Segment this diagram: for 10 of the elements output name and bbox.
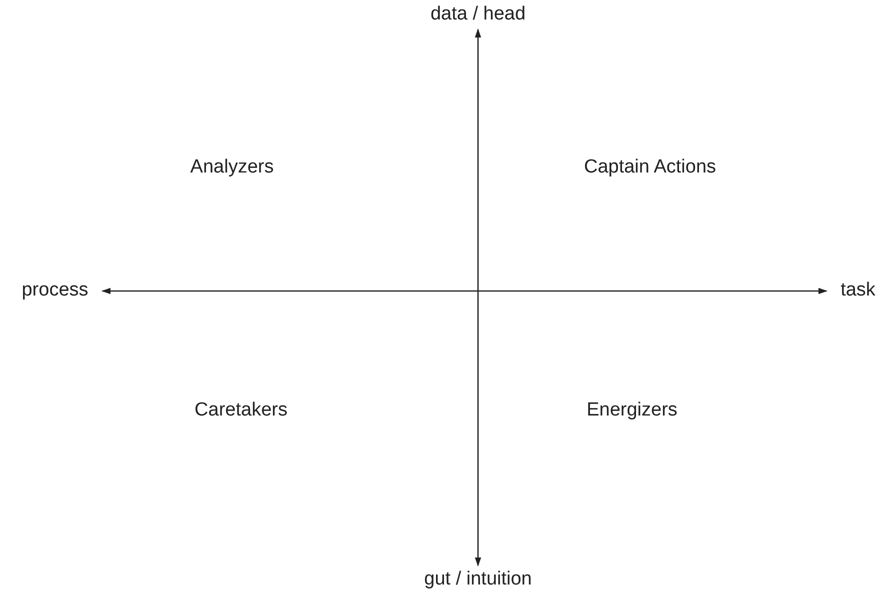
quadrant-label: Analyzers	[190, 158, 274, 178]
quadrant-label: Energizers	[586, 400, 678, 422]
axis-label: data / head	[430, 4, 526, 26]
axis-arrow	[474, 28, 482, 566]
quadrant-label: Captain Actions	[584, 158, 716, 178]
axis-label: process	[22, 280, 88, 302]
axis-label: task	[840, 280, 876, 302]
axis-label: gut / intuition	[424, 570, 532, 590]
quadrant-label: Caretakers	[194, 400, 288, 422]
axis-arrow	[101, 288, 828, 294]
